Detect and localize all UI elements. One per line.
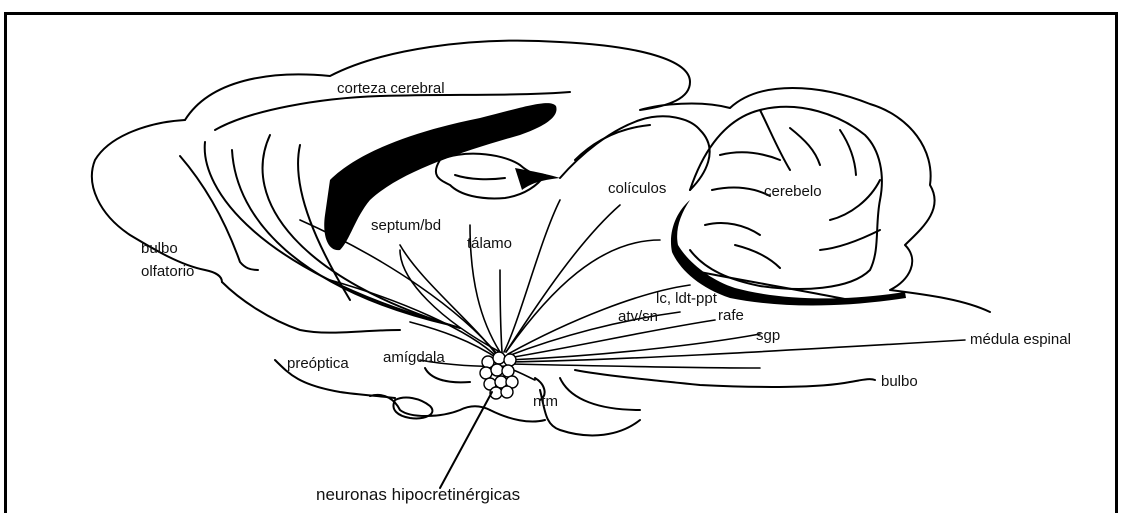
label-septum: septum/bd	[371, 217, 441, 234]
label-corteza-cerebral: corteza cerebral	[337, 80, 445, 97]
cerebellum-fold-9	[735, 245, 780, 268]
cerebellum-fold-5	[840, 130, 856, 175]
label-cerebelo: cerebelo	[764, 183, 822, 200]
brainstem-lower-2	[560, 378, 640, 410]
brainstem-lower	[575, 370, 875, 387]
label-ntm: ntm	[533, 393, 558, 410]
cerebellum-fold-3	[705, 223, 760, 235]
bulbo-olf-inner	[180, 156, 258, 270]
frontal-outline	[92, 120, 222, 282]
ventral-curve-3	[490, 410, 545, 422]
label-rafe: rafe	[718, 307, 744, 324]
thalamus-inner	[455, 175, 505, 179]
ventral-outline	[222, 282, 400, 333]
label-atv-sn: atv/sn	[618, 308, 658, 325]
label-neuronas-hipocretinergicas: neuronas hipocretinérgicas	[316, 485, 520, 504]
cerebellum-fold-4	[790, 128, 820, 165]
thalamus-spike	[515, 168, 560, 190]
cerebellum-fold-1	[720, 152, 780, 160]
label-bulbo-olfatorio-1: bulbo	[141, 240, 178, 257]
label-amigdala: amígdala	[383, 349, 445, 366]
label-bulbo-olfatorio-2: olfatorio	[141, 263, 194, 280]
neuron-pointer	[440, 392, 492, 488]
label-medula-espinal: médula espinal	[970, 331, 1071, 348]
neuron-cluster	[480, 352, 518, 399]
cerebellum-fold-8	[760, 110, 790, 170]
cerebellum-fold-2	[712, 188, 770, 196]
cerebellum-fold-7	[820, 230, 880, 250]
label-preoptica: preóptica	[287, 355, 349, 372]
midbrain-inner	[575, 125, 650, 160]
label-coliculos: colículos	[608, 180, 666, 197]
label-bulbo: bulbo	[881, 373, 918, 390]
cerebellum-fold-6	[830, 180, 880, 220]
label-lc-ldt-ppt: lc, ldt-ppt	[656, 290, 718, 307]
label-talamo: tálamo	[467, 235, 512, 252]
amygdala-curve	[425, 368, 470, 382]
label-sgp: sgp	[756, 327, 780, 344]
